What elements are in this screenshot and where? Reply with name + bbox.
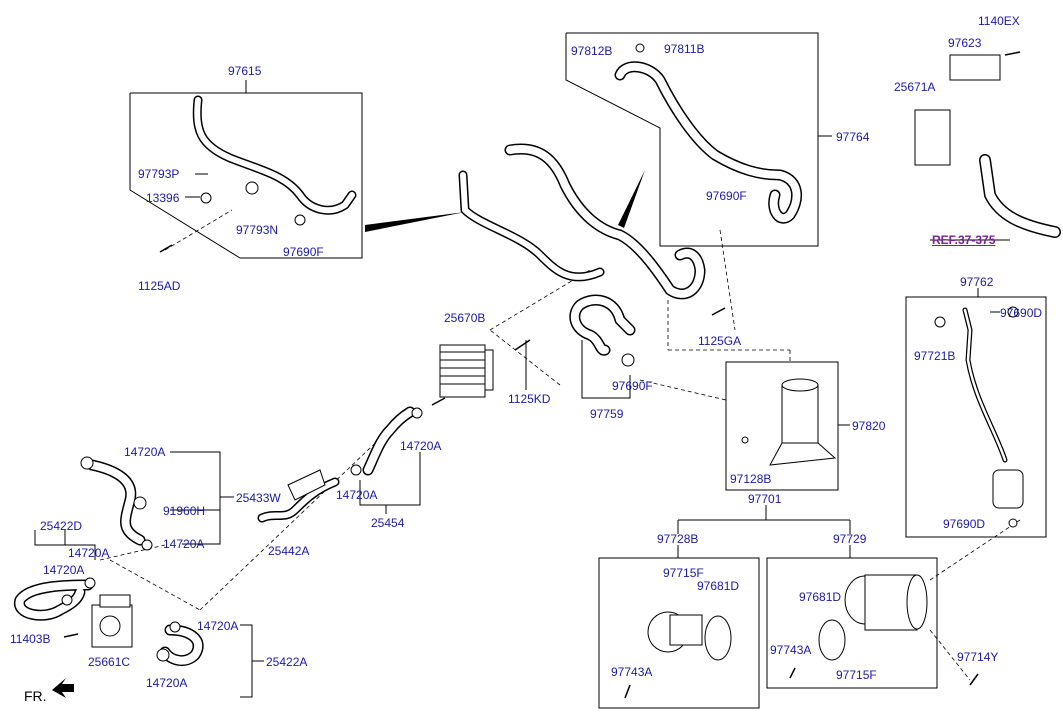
label-1125KD: 1125KD — [508, 392, 551, 406]
front-label: FR. — [24, 688, 47, 704]
label-91960H: 91960H — [163, 504, 206, 518]
label-13396: 13396 — [146, 191, 180, 205]
label-97681D-b: 97681D — [799, 590, 842, 604]
label-97714Y: 97714Y — [957, 650, 999, 664]
label-14720A-8: 14720A — [146, 676, 188, 690]
ref-link-37-375[interactable]: REF.37-375 — [932, 233, 996, 247]
label-1140EX: 1140EX — [978, 14, 1020, 28]
label-97762: 97762 — [960, 275, 994, 289]
label-1125GA: 1125GA — [698, 334, 742, 348]
label-97728B: 97728B — [657, 532, 699, 546]
front-arrow — [52, 678, 74, 698]
label-14720A-4: 14720A — [336, 488, 378, 502]
label-97759: 97759 — [590, 407, 624, 421]
label-97743A-b: 97743A — [770, 643, 812, 657]
label-25670B: 25670B — [444, 311, 486, 325]
label-14720A-2: 14720A — [163, 537, 205, 551]
label-25442A: 25442A — [268, 544, 310, 558]
label-97729: 97729 — [833, 532, 867, 546]
label-97820: 97820 — [852, 419, 886, 433]
label-1125AD: 1125AD — [138, 279, 181, 293]
label-97690D-b: 97690D — [943, 517, 986, 531]
label-11403B: 11403B — [10, 632, 51, 646]
label-97715F-a: 97715F — [663, 566, 704, 580]
label-14720A-1: 14720A — [124, 445, 166, 459]
label-14720A-6: 14720A — [43, 563, 85, 577]
label-25671A: 25671A — [894, 80, 936, 94]
box-97728B — [598, 557, 760, 709]
box-97764 — [565, 32, 819, 247]
box-97729 — [766, 557, 938, 689]
label-14720A-5: 14720A — [68, 546, 110, 560]
label-97743A-a: 97743A — [611, 665, 653, 679]
pointer-wedge-right — [618, 170, 645, 228]
pointer-wedge-left — [365, 212, 465, 232]
label-97690F-c: 97690F — [612, 379, 653, 393]
label-25422D: 25422D — [40, 519, 83, 533]
box-97762 — [905, 296, 1047, 538]
label-25454: 25454 — [371, 516, 405, 530]
label-97793N: 97793N — [236, 223, 279, 237]
label-97128B: 97128B — [730, 472, 772, 486]
label-97811B: 97811B — [664, 42, 705, 56]
label-97812B: 97812B — [571, 44, 613, 58]
label-97715F-b: 97715F — [836, 668, 877, 682]
label-14720A-3: 14720A — [400, 439, 442, 453]
label-97701: 97701 — [748, 492, 782, 506]
label-97721B: 97721B — [914, 349, 956, 363]
label-97690D-a: 97690D — [1000, 306, 1043, 320]
label-97681D-a: 97681D — [697, 579, 740, 593]
label-97793P: 97793P — [138, 167, 180, 181]
label-25661C: 25661C — [88, 655, 131, 669]
box-97615 — [129, 92, 363, 259]
label-97615: 97615 — [228, 64, 262, 78]
label-97764: 97764 — [836, 130, 870, 144]
label-25422A: 25422A — [266, 655, 308, 669]
box-97820 — [725, 361, 839, 491]
label-14720A-7: 14720A — [197, 619, 239, 633]
label-25433W: 25433W — [236, 491, 281, 505]
label-97690F-b: 97690F — [706, 189, 747, 203]
label-97623: 97623 — [948, 36, 982, 50]
label-97690F-a: 97690F — [283, 245, 324, 259]
